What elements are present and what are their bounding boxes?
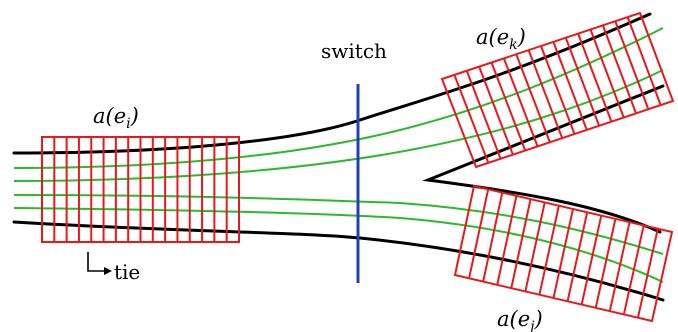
green-line-3 (13, 194, 664, 255)
tie (482, 192, 504, 282)
tie (478, 66, 514, 155)
green-line-1 (13, 27, 664, 169)
tie (622, 225, 645, 315)
tie (564, 37, 601, 127)
tie (566, 212, 589, 302)
outer-rail-lower (12, 220, 665, 302)
tie (589, 29, 625, 118)
tie (502, 58, 539, 147)
tie (515, 53, 551, 143)
tie-block-ek (440, 11, 675, 169)
tie-arrowhead (104, 267, 112, 275)
tie (465, 70, 502, 160)
tie (524, 202, 546, 292)
tie (552, 41, 588, 131)
tie-block-ei (41, 136, 240, 243)
label-a-ek: a(ek) (476, 25, 526, 53)
track-center-lines (13, 27, 664, 283)
tie (594, 218, 617, 309)
tie-block-ej (453, 184, 674, 323)
tie (453, 74, 490, 164)
label-tie: tie (114, 260, 140, 284)
label-a-ei: a(ei) (93, 104, 139, 132)
tie (527, 49, 564, 139)
label-switch: switch (321, 39, 387, 63)
tie-block-ej-outline (453, 184, 674, 323)
green-line-4 (13, 207, 664, 283)
tie (580, 215, 603, 305)
tie-block-ei-outline (41, 136, 240, 243)
tie (490, 62, 527, 151)
tie (626, 16, 662, 106)
tie (614, 20, 650, 110)
tie (538, 205, 560, 295)
tie (540, 45, 576, 135)
tie-pointer-arrow (87, 252, 112, 275)
tie-arrow-path (87, 252, 106, 272)
frog-rail (427, 84, 665, 234)
tie-block-ek-outline (440, 11, 675, 169)
tie (601, 25, 637, 114)
tie (496, 195, 518, 286)
tie (636, 228, 659, 318)
tie (552, 208, 574, 299)
tie (577, 33, 613, 122)
label-a-ej: a(ej) (497, 307, 543, 332)
tie (608, 221, 631, 312)
tie (510, 198, 532, 289)
tie (468, 189, 490, 279)
